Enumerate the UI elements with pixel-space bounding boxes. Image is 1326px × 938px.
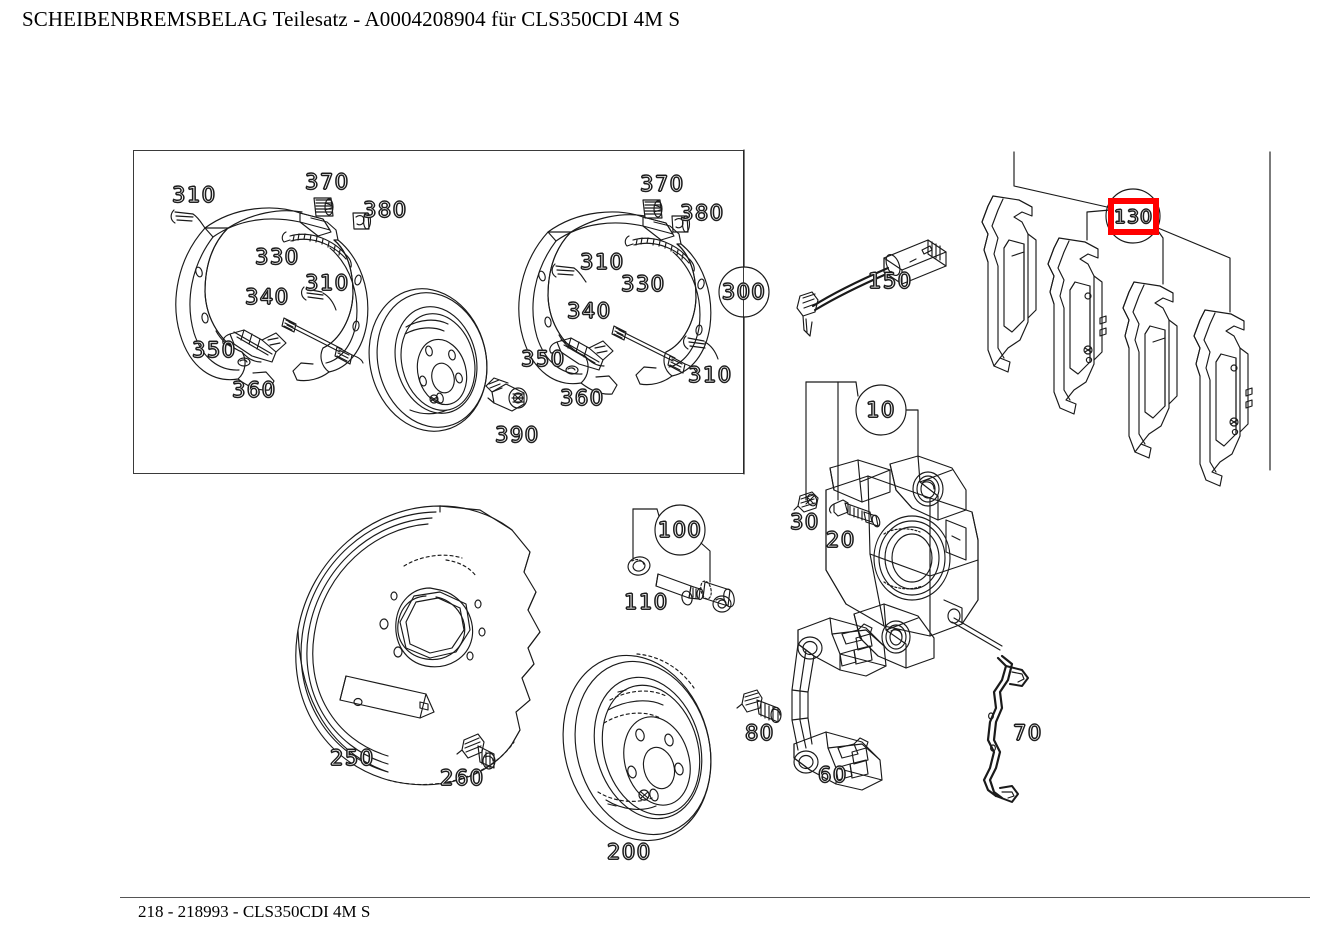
- brake-caliper-body: [825, 455, 1003, 669]
- part-label-20: 20: [825, 528, 856, 552]
- callout-label-100[interactable]: 100: [657, 517, 703, 542]
- callout-100-leaders: [632, 504, 711, 583]
- guide-bolt-20: [829, 499, 881, 528]
- part-label-310-c: 310: [579, 250, 625, 274]
- part-label-380: 380: [362, 198, 408, 222]
- footer-divider: [120, 897, 1310, 898]
- bleeder-screw-30: [793, 491, 819, 513]
- part-label-70: 70: [1012, 721, 1043, 745]
- brake-pad-3: [1122, 281, 1178, 459]
- part-label-110: 110: [623, 590, 669, 614]
- brake-pad-1: [981, 195, 1037, 373]
- part-label-370-b: 370: [639, 172, 685, 196]
- part-label-150: 150: [867, 269, 913, 293]
- part-label-80: 80: [744, 721, 775, 745]
- part-label-380-b: 380: [679, 201, 725, 225]
- caliper-bolt-80: [736, 689, 782, 724]
- brake-pad-4: [1193, 309, 1253, 487]
- part-label-30: 30: [789, 510, 820, 534]
- brake-disc-200: [562, 653, 712, 842]
- part-label-330-b: 330: [620, 272, 666, 296]
- part-label-340: 340: [244, 285, 290, 309]
- page-title: SCHEIBENBREMSBELAG Teilesatz - A00042089…: [22, 7, 681, 31]
- part-label-390: 390: [494, 423, 540, 447]
- footer-caption: 218 - 218993 - CLS350CDI 4M S: [138, 902, 371, 921]
- highlight-callout-130[interactable]: 130: [1108, 198, 1159, 235]
- brake-pad-2: [1047, 237, 1107, 415]
- parking-brake-shoe-inset-box: [133, 150, 744, 474]
- part-label-310: 310: [171, 183, 217, 207]
- part-label-370: 370: [304, 170, 350, 194]
- callout-label-300[interactable]: 300: [721, 279, 767, 304]
- part-label-350: 350: [191, 338, 237, 362]
- part-label-310-b: 310: [304, 271, 350, 295]
- part-label-330: 330: [254, 245, 300, 269]
- callout-10-leaders: [805, 381, 919, 501]
- part-label-310-d: 310: [687, 363, 733, 387]
- brake-disc-shield-250: [295, 505, 541, 786]
- part-label-260: 260: [439, 766, 485, 790]
- callout-label-10[interactable]: 10: [866, 397, 896, 422]
- part-label-60: 60: [817, 763, 848, 787]
- callout-label-130: 130: [1113, 205, 1154, 228]
- part-label-340-b: 340: [566, 299, 612, 323]
- shield-bolt-260: [456, 733, 496, 770]
- part-label-360-b: 360: [559, 386, 605, 410]
- part-label-360: 360: [231, 378, 277, 402]
- part-label-200: 200: [606, 840, 652, 864]
- part-label-350-b: 350: [520, 347, 566, 371]
- part-label-250: 250: [329, 746, 375, 770]
